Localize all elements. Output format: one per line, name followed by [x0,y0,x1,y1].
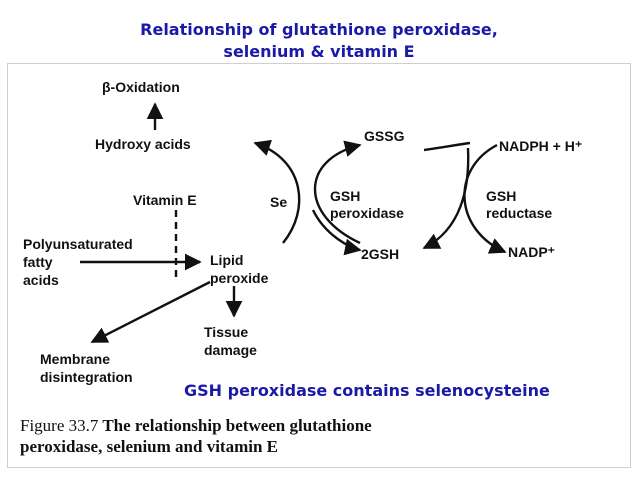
figure-frame-top [7,63,631,64]
arrow-to-membrane [90,280,211,344]
vitamin-e-label: Vitamin E [133,192,197,208]
pufa-label-3: acids [23,272,59,288]
caption-line-2: peroxidase, selenium and vitamin E [20,437,279,456]
gsh-reductase-label-2: reductase [486,205,553,221]
membrane-label-2: disintegration [40,369,133,385]
se-label: Se [270,194,288,210]
gsh-reductase-label-1: GSH [486,188,517,204]
nadp-label: NADP⁺ [508,244,556,260]
pufa-label-2: fatty [23,254,53,270]
nadph-label: NADPH + H⁺ [499,138,583,154]
tissue-damage-label-1: Tissue [204,324,249,340]
gsh-peroxidase-label-2: peroxidase [330,205,404,221]
slide-title-line-1: Relationship of glutathione peroxidase, [140,20,498,39]
figure-caption: Figure 33.7 The relationship between glu… [20,415,372,457]
gsh-peroxidase-label-1: GSH [330,188,361,204]
figure-number: Figure 33.7 [20,416,99,435]
lipid-peroxide-label-1: Lipid [210,252,244,268]
caption-line-1: The relationship between glutathione [102,416,372,435]
arrow-reductase-arc [463,143,507,254]
hydroxy-acids-label: Hydroxy acids [95,136,191,152]
beta-oxidation-label: β-Oxidation [102,79,180,95]
arrow-se-arc [253,139,301,244]
figure-frame [7,63,631,468]
arrow-peroxidase-arc [313,140,362,245]
pufa-label-1: Polyunsaturated [23,236,133,252]
arrow-to-2gsh [311,209,362,256]
arrow-reductase-arc-top [423,141,471,152]
slide-title-line-2: selenium & vitamin E [223,42,415,61]
tissue-damage-label-2: damage [204,342,257,358]
arrow-gssg-link [422,147,470,250]
lipid-peroxide-label-2: peroxide [210,270,269,286]
selenocysteine-note: GSH peroxidase contains selenocysteine [184,381,550,400]
membrane-label-1: Membrane [40,351,111,367]
gssg-label: GSSG [364,128,405,144]
two-gsh-label: 2GSH [361,246,400,262]
